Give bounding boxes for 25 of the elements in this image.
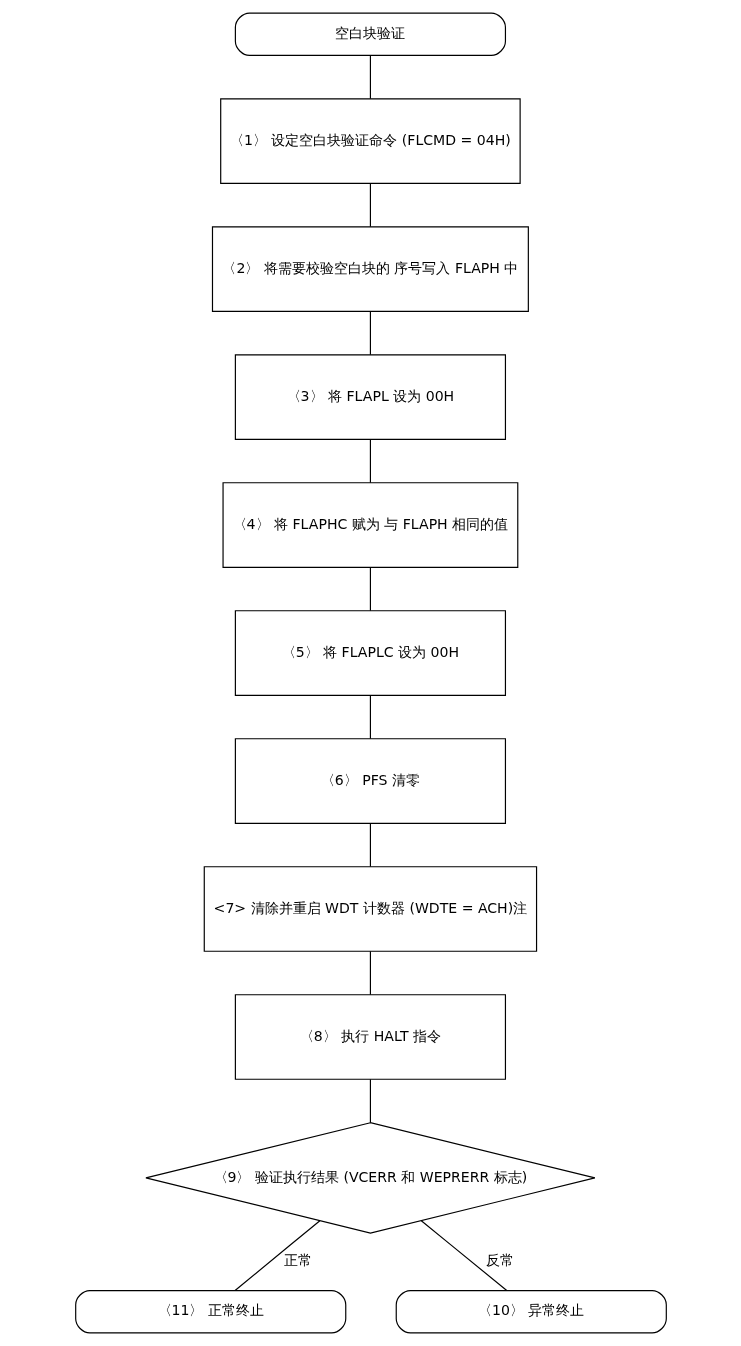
node-box: 〈3〉 将 FLAPL 设为 00H — [234, 354, 506, 440]
node-box: 〈8〉 执行 HALT 指令 — [234, 994, 506, 1080]
node-box: 空白块验证 — [234, 12, 506, 56]
node-box: 〈1〉 设定空白块验证命令 (FLCMD = 04H) — [219, 98, 521, 184]
node-box: 〈4〉 将 FLAPHC 赋为 与 FLAPH 相同的值 — [221, 482, 518, 568]
connector — [234, 1220, 320, 1292]
connector — [369, 438, 371, 484]
node-diamond: 〈9〉 验证执行结果 (VCERR 和 WEPRERR 标志) — [144, 1122, 595, 1234]
node-box: 〈10〉 异常终止 — [395, 1290, 667, 1334]
connector — [369, 310, 371, 356]
node-box: <7> 清除并重启 WDT 计数器 (WDTE = ACH)注 — [203, 866, 537, 952]
edge-label: 反常 — [485, 1252, 514, 1269]
node-box: 〈2〉 将需要校验空白块的 序号写入 FLAPH 中 — [211, 226, 529, 312]
connector — [369, 1078, 371, 1124]
connector — [369, 566, 371, 612]
connector — [369, 950, 371, 996]
node-box: 〈6〉 PFS 清零 — [234, 738, 506, 824]
connector — [369, 694, 371, 740]
connector — [369, 55, 371, 100]
connector — [420, 1220, 507, 1292]
node-box: 〈11〉 正常终止 — [74, 1290, 346, 1334]
edge-label: 正常 — [283, 1252, 312, 1269]
connector — [369, 822, 371, 868]
node-box: 〈5〉 将 FLAPLC 设为 00H — [234, 610, 506, 696]
connector — [369, 182, 371, 228]
